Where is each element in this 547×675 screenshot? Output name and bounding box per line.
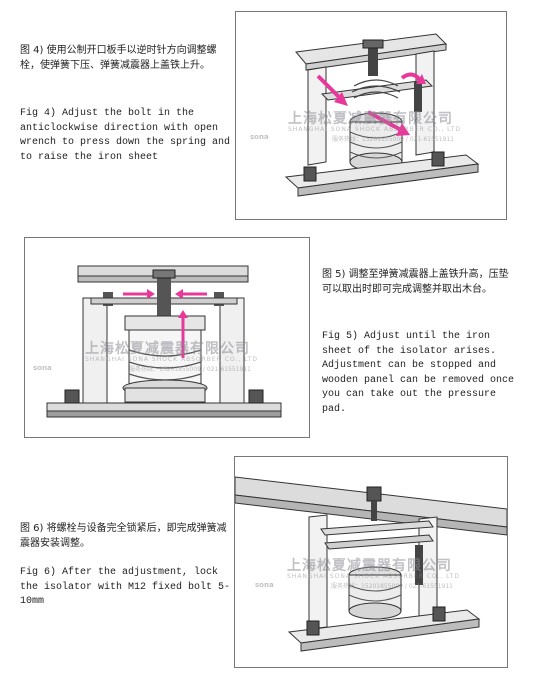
fig6-drawing <box>235 476 507 652</box>
figure-5: sona 上海松夏减震器有限公司 SHANGHAI SONA SHOCK ABS… <box>24 237 310 438</box>
fig6-caption-cn: 图 6) 将螺栓与设备完全锁紧后，即完成弹簧减震器安装调整。 <box>20 523 227 549</box>
fig4-caption-cn: 图 4) 使用公制开口板手以逆时针方向调整螺栓，使弹簧下压、弹簧减震器上盖铁上升… <box>20 45 217 71</box>
watermark-logo-text: sona <box>255 581 274 589</box>
figure-4: sona 上海松夏减震器有限公司 SHANGHAI SONA SHOCK ABS… <box>235 11 507 220</box>
fig5-drawing <box>46 265 282 418</box>
fig4-caption-en: Fig 4) Adjust the bolt in the anticlockw… <box>20 108 231 163</box>
watermark-logo-text: sona <box>33 364 52 372</box>
fig6-caption-en: Fig 6) After the adjustment, lock the is… <box>20 567 231 607</box>
fig5-caption-cn: 图 5) 调整至弹簧减震器上盖铁升高，压垫可以取出时即可完成调整并取出木台。 <box>322 269 509 295</box>
watermark-logo-text: sona <box>250 133 269 141</box>
fig5-caption-en: Fig 5) Adjust until the iron sheet of th… <box>322 331 515 415</box>
figure-6: sona 上海松夏减震器有限公司 SHANGHAI SONA SHOCK ABS… <box>234 456 508 668</box>
fig4-drawing <box>284 33 480 197</box>
